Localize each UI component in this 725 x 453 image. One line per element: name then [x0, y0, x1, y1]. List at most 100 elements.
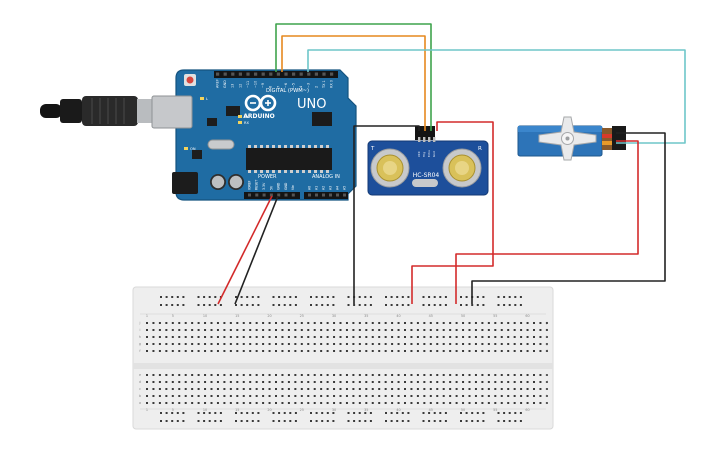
terminal-hole[interactable] — [481, 395, 484, 397]
terminal-hole[interactable] — [391, 395, 394, 397]
terminal-hole[interactable] — [371, 322, 374, 324]
terminal-hole[interactable] — [365, 336, 368, 338]
rail-hole[interactable] — [182, 296, 185, 298]
terminal-hole[interactable] — [449, 374, 452, 376]
terminal-hole[interactable] — [391, 336, 394, 338]
terminal-hole[interactable] — [545, 388, 548, 390]
terminal-hole[interactable] — [146, 322, 148, 324]
terminal-hole[interactable] — [197, 343, 200, 345]
analog-pin-socket[interactable] — [322, 193, 325, 197]
terminal-hole[interactable] — [165, 322, 168, 324]
terminal-hole[interactable] — [223, 343, 226, 345]
analog-pin-socket[interactable] — [343, 193, 346, 197]
terminal-hole[interactable] — [300, 350, 303, 352]
terminal-hole[interactable] — [416, 388, 419, 390]
terminal-hole[interactable] — [410, 402, 413, 404]
terminal-hole[interactable] — [449, 388, 452, 390]
terminal-hole[interactable] — [352, 336, 355, 338]
rail-hole[interactable] — [482, 412, 485, 414]
terminal-hole[interactable] — [236, 395, 239, 397]
rail-hole[interactable] — [369, 304, 372, 306]
terminal-hole[interactable] — [404, 374, 406, 376]
terminal-hole[interactable] — [158, 402, 161, 404]
terminal-hole[interactable] — [326, 336, 329, 338]
terminal-hole[interactable] — [262, 336, 265, 338]
terminal-hole[interactable] — [462, 395, 465, 397]
terminal-hole[interactable] — [152, 388, 155, 390]
terminal-hole[interactable] — [468, 374, 471, 376]
rail-hole[interactable] — [396, 420, 399, 422]
terminal-hole[interactable] — [384, 329, 387, 331]
terminal-hole[interactable] — [229, 374, 232, 376]
rail-hole[interactable] — [514, 296, 517, 298]
terminal-hole[interactable] — [197, 381, 200, 383]
rail-hole[interactable] — [326, 296, 329, 298]
terminal-hole[interactable] — [242, 336, 245, 338]
terminal-hole[interactable] — [158, 329, 161, 331]
rail-hole[interactable] — [396, 296, 399, 298]
terminal-hole[interactable] — [449, 402, 452, 404]
terminal-hole[interactable] — [333, 343, 336, 345]
terminal-hole[interactable] — [545, 374, 548, 376]
rail-hole[interactable] — [519, 296, 522, 298]
terminal-hole[interactable] — [313, 402, 316, 404]
terminal-hole[interactable] — [378, 329, 381, 331]
terminal-hole[interactable] — [262, 329, 265, 331]
terminal-hole[interactable] — [410, 336, 413, 338]
terminal-hole[interactable] — [410, 374, 413, 376]
terminal-hole[interactable] — [507, 322, 510, 324]
terminal-hole[interactable] — [326, 388, 329, 390]
terminal-hole[interactable] — [410, 343, 413, 345]
rail-hole[interactable] — [310, 412, 312, 414]
terminal-hole[interactable] — [178, 374, 181, 376]
terminal-hole[interactable] — [171, 402, 174, 404]
rail-hole[interactable] — [401, 420, 404, 422]
terminal-hole[interactable] — [494, 388, 497, 390]
terminal-hole[interactable] — [526, 374, 529, 376]
terminal-hole[interactable] — [249, 388, 252, 390]
terminal-hole[interactable] — [191, 350, 194, 352]
terminal-hole[interactable] — [300, 402, 303, 404]
terminal-hole[interactable] — [371, 402, 374, 404]
terminal-hole[interactable] — [300, 329, 303, 331]
terminal-hole[interactable] — [307, 402, 310, 404]
terminal-hole[interactable] — [468, 381, 471, 383]
terminal-hole[interactable] — [146, 395, 148, 397]
terminal-hole[interactable] — [539, 322, 542, 324]
terminal-hole[interactable] — [358, 402, 361, 404]
analog-pin-socket[interactable] — [315, 193, 318, 197]
terminal-hole[interactable] — [152, 350, 155, 352]
terminal-hole[interactable] — [320, 388, 323, 390]
terminal-hole[interactable] — [494, 374, 497, 376]
terminal-hole[interactable] — [242, 374, 245, 376]
rail-hole[interactable] — [460, 412, 462, 414]
digital-pin-socket[interactable] — [330, 72, 334, 76]
rail-hole[interactable] — [332, 420, 335, 422]
terminal-hole[interactable] — [378, 402, 381, 404]
terminal-hole[interactable] — [487, 343, 490, 345]
terminal-hole[interactable] — [242, 402, 245, 404]
terminal-hole[interactable] — [397, 329, 400, 331]
rail-hole[interactable] — [369, 420, 372, 422]
terminal-hole[interactable] — [184, 374, 187, 376]
rail-hole[interactable] — [197, 296, 200, 298]
terminal-hole[interactable] — [358, 343, 361, 345]
terminal-hole[interactable] — [436, 381, 439, 383]
terminal-hole[interactable] — [158, 322, 161, 324]
terminal-hole[interactable] — [345, 336, 348, 338]
terminal-hole[interactable] — [313, 343, 316, 345]
terminal-hole[interactable] — [423, 336, 426, 338]
terminal-hole[interactable] — [429, 350, 432, 352]
terminal-hole[interactable] — [307, 322, 310, 324]
terminal-hole[interactable] — [146, 381, 148, 383]
terminal-hole[interactable] — [429, 374, 432, 376]
terminal-hole[interactable] — [358, 374, 361, 376]
rail-hole[interactable] — [433, 304, 436, 306]
analog-pin-socket[interactable] — [308, 193, 311, 197]
wires[interactable] — [217, 23, 686, 305]
rail-hole[interactable] — [278, 304, 281, 306]
rail-hole[interactable] — [347, 412, 350, 414]
rail-hole[interactable] — [497, 420, 500, 422]
terminal-hole[interactable] — [423, 374, 426, 376]
terminal-hole[interactable] — [384, 350, 387, 352]
